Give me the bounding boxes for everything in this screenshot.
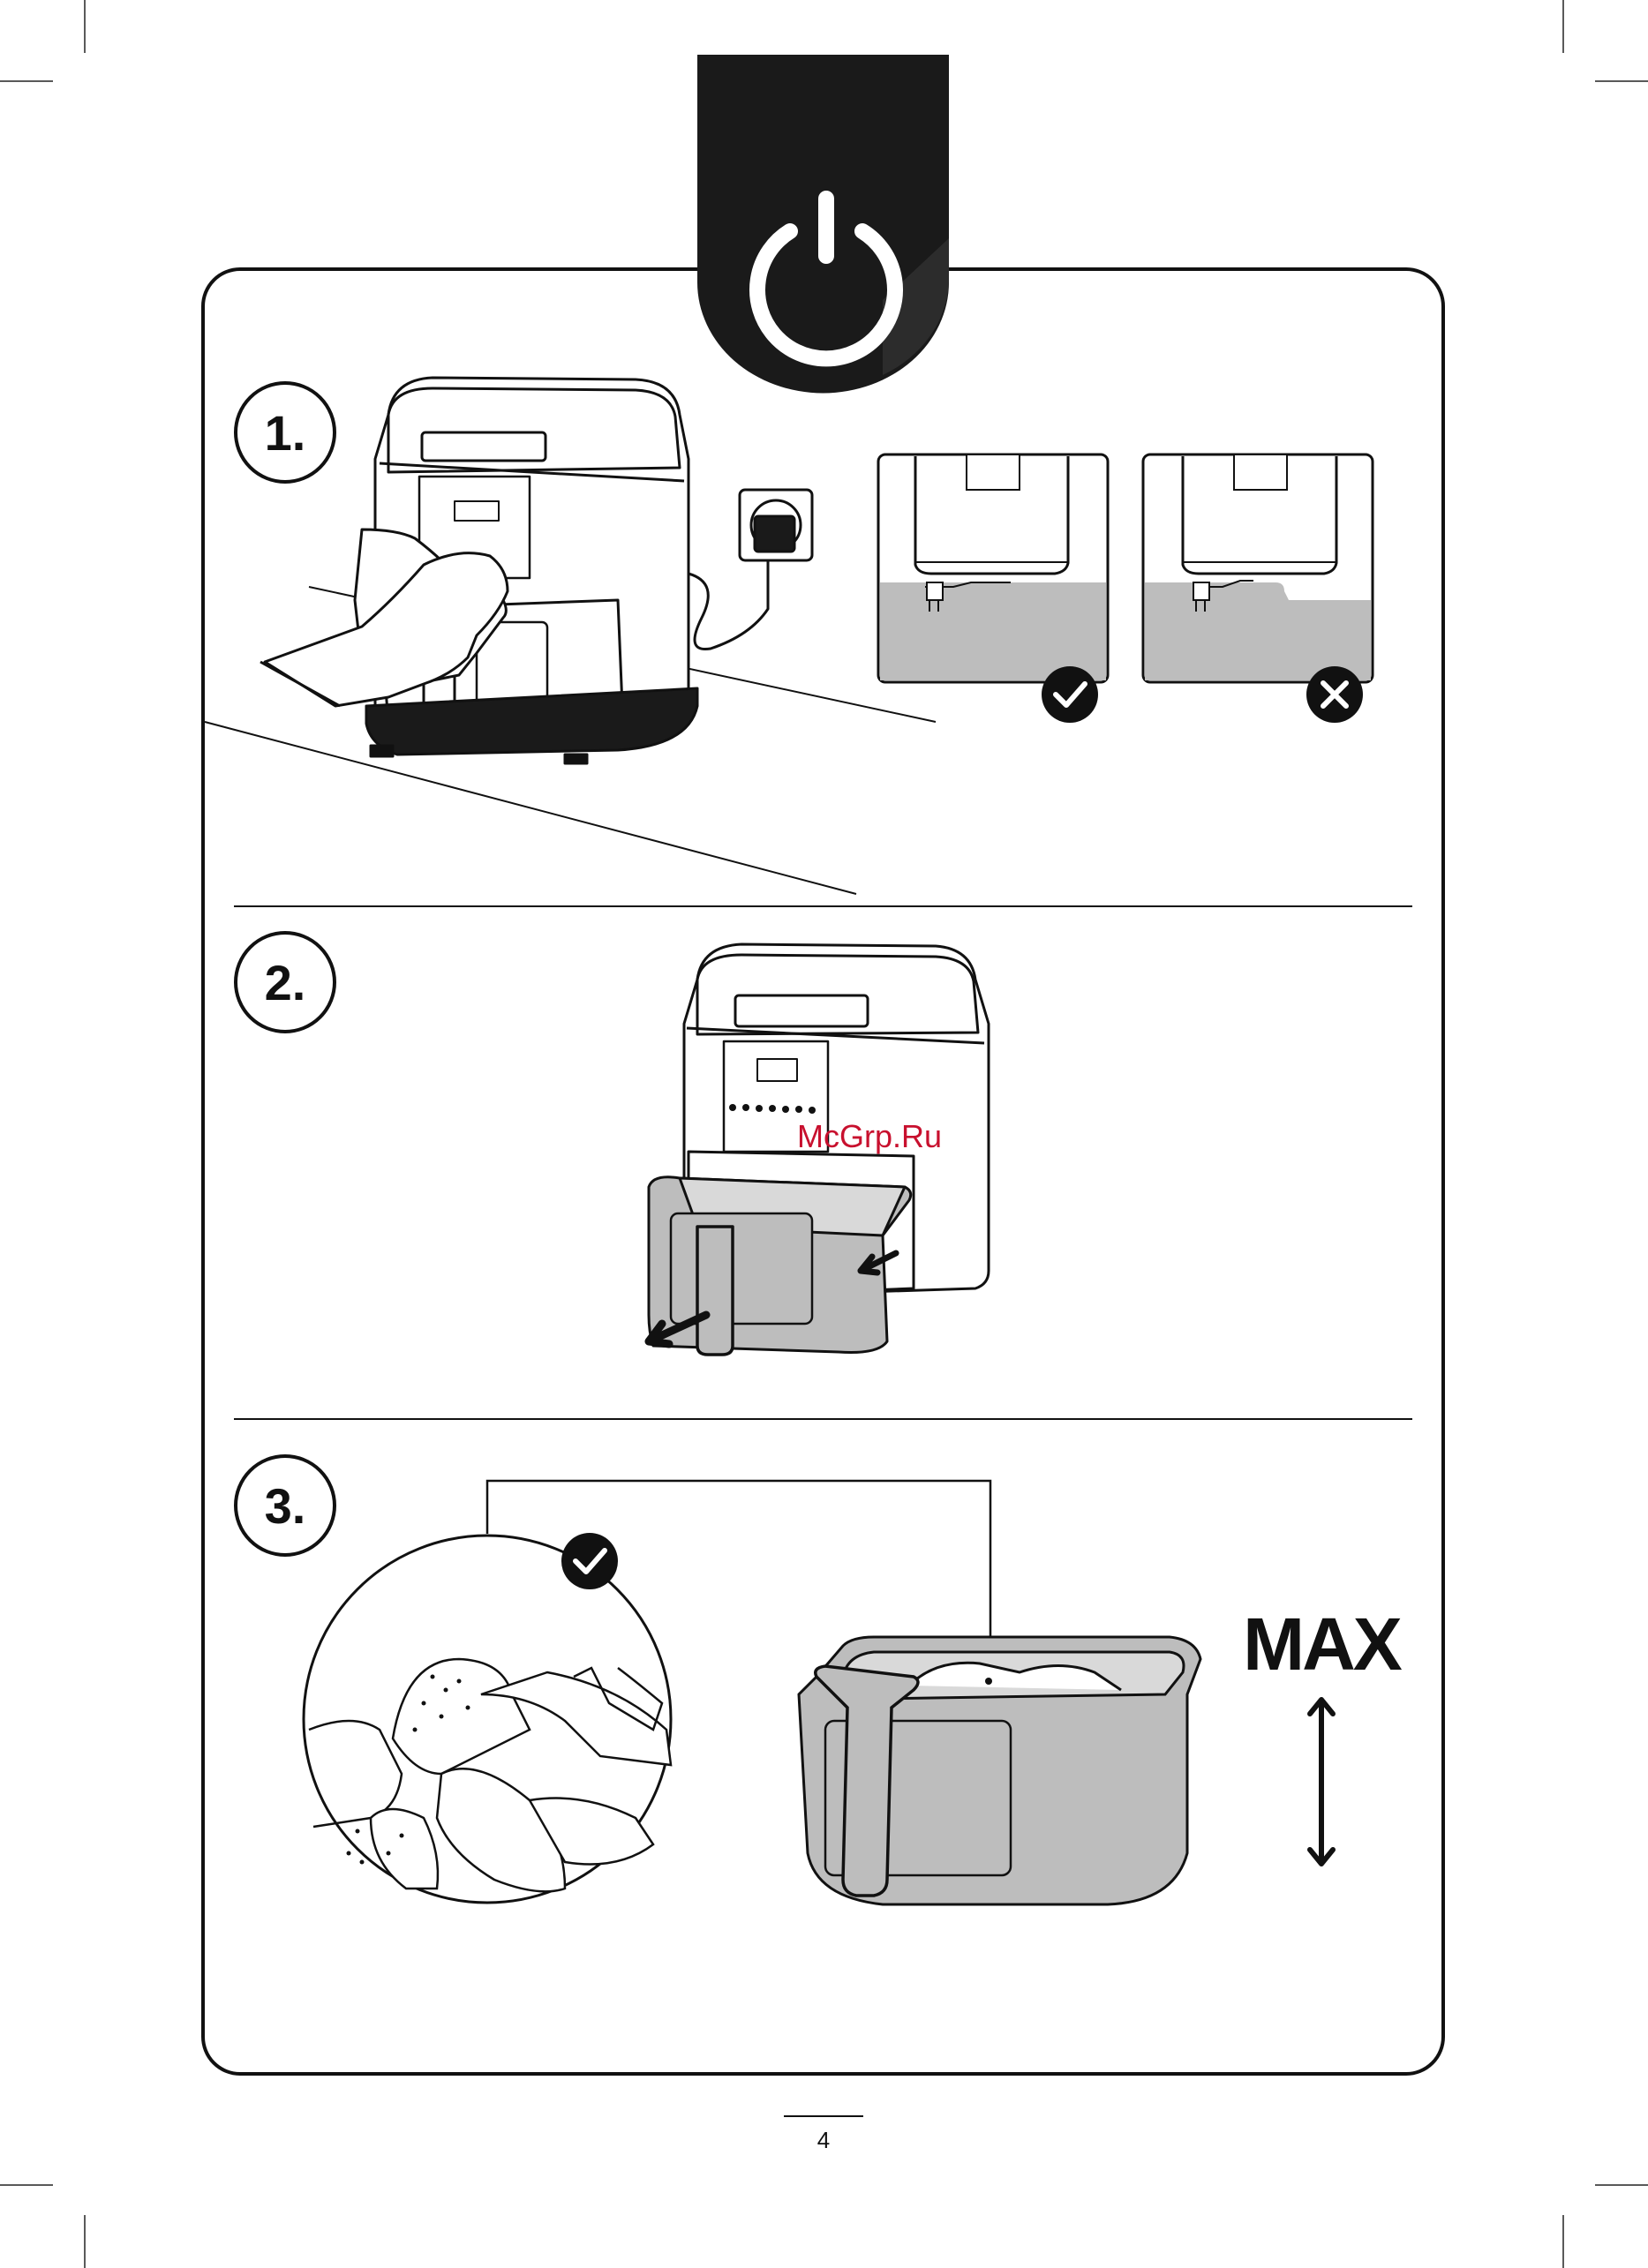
page-number: 4 [817, 2127, 830, 2153]
cross-icon [1306, 666, 1363, 723]
double-arrow-vertical-icon [1310, 1700, 1333, 1864]
power-tab [697, 55, 949, 393]
watermark: McGrp.Ru [797, 1118, 942, 1154]
max-label: MAX [1243, 1603, 1403, 1686]
step-badge-1: 1. [236, 383, 335, 482]
plug-correct-panel [878, 454, 1108, 723]
check-icon [561, 1533, 618, 1589]
step-3-illustration [304, 1481, 1200, 1904]
step-3-number: 3. [265, 1478, 306, 1534]
step-badge-2: 2. [236, 933, 335, 1032]
check-icon [1042, 666, 1098, 723]
plug-wrong-panel [1143, 454, 1373, 723]
step-badge-3: 3. [236, 1456, 335, 1555]
step-2-number: 2. [265, 955, 306, 1010]
max-indicator: MAX [1243, 1603, 1403, 1864]
step-1-number: 1. [265, 405, 306, 461]
